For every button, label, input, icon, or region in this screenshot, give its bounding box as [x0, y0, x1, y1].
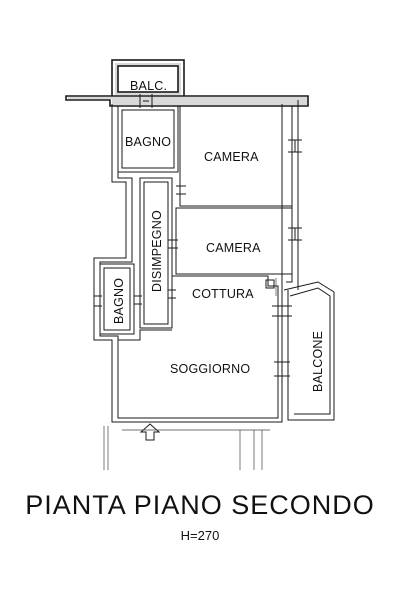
window-camera-top [288, 139, 302, 153]
door-cottura [168, 289, 176, 299]
label-camera-mid: CAMERA [206, 241, 261, 255]
height-note: H=270 [180, 528, 220, 543]
openings [94, 94, 302, 377]
window-camera-mid [288, 227, 302, 241]
label-bagno-top: BAGNO [125, 135, 171, 149]
interior-walls [99, 105, 293, 341]
label-balcone: BALCONE [311, 331, 325, 392]
window-cottura [272, 305, 292, 317]
door-camera-mid [168, 239, 178, 249]
label-cottura: COTTURA [192, 287, 254, 301]
label-balc: BALC. [130, 79, 167, 93]
ground-lines [103, 426, 270, 470]
window-soggiorno [274, 361, 290, 377]
right-wall [286, 106, 293, 283]
plan-title: PIANTA PIANO SECONDO [25, 490, 375, 520]
label-soggiorno: SOGGIORNO [170, 362, 250, 376]
label-camera-top: CAMERA [204, 150, 259, 164]
flue-box [265, 279, 275, 289]
window-bagno [94, 295, 102, 307]
door-camera-top [176, 185, 186, 195]
balcone-outline [283, 281, 335, 421]
entrance-arrow-icon [139, 423, 161, 441]
door-bagno [134, 295, 142, 305]
label-disimpegno: DISIMPEGNO [150, 210, 164, 292]
door-balc [139, 94, 153, 108]
outer-contour [93, 104, 283, 423]
label-bagno-left: BAGNO [112, 278, 126, 324]
balcone-inner [289, 287, 331, 415]
